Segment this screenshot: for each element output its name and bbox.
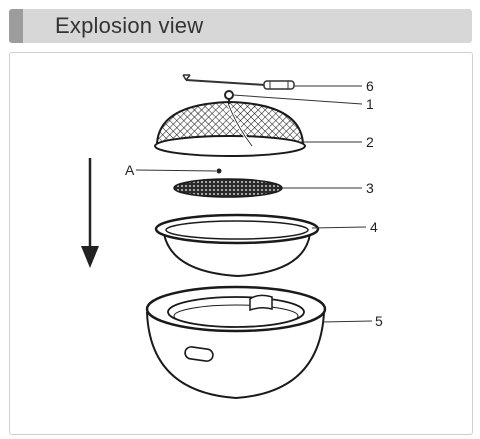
- callout-3: 3: [366, 180, 374, 196]
- callout-5: 5: [375, 313, 383, 329]
- section-header: Explosion view: [9, 9, 472, 43]
- callout-4: 4: [370, 219, 378, 235]
- assembly-direction-arrow: [81, 158, 99, 268]
- header-accent-bar: [9, 9, 23, 43]
- callout-1: 1: [366, 96, 374, 112]
- part-6-poker: [182, 74, 295, 90]
- point-a-marker: [216, 168, 222, 174]
- callout-6: 6: [366, 78, 374, 94]
- part-5-base: [145, 285, 327, 400]
- part-4-fire-bowl: [154, 213, 320, 278]
- part-3-grate: [173, 178, 283, 198]
- part-2-spark-screen: [154, 100, 306, 157]
- callout-a: A: [125, 162, 135, 178]
- callout-2: 2: [366, 134, 374, 150]
- leader-lines: [135, 85, 373, 323]
- section-title: Explosion view: [55, 13, 204, 38]
